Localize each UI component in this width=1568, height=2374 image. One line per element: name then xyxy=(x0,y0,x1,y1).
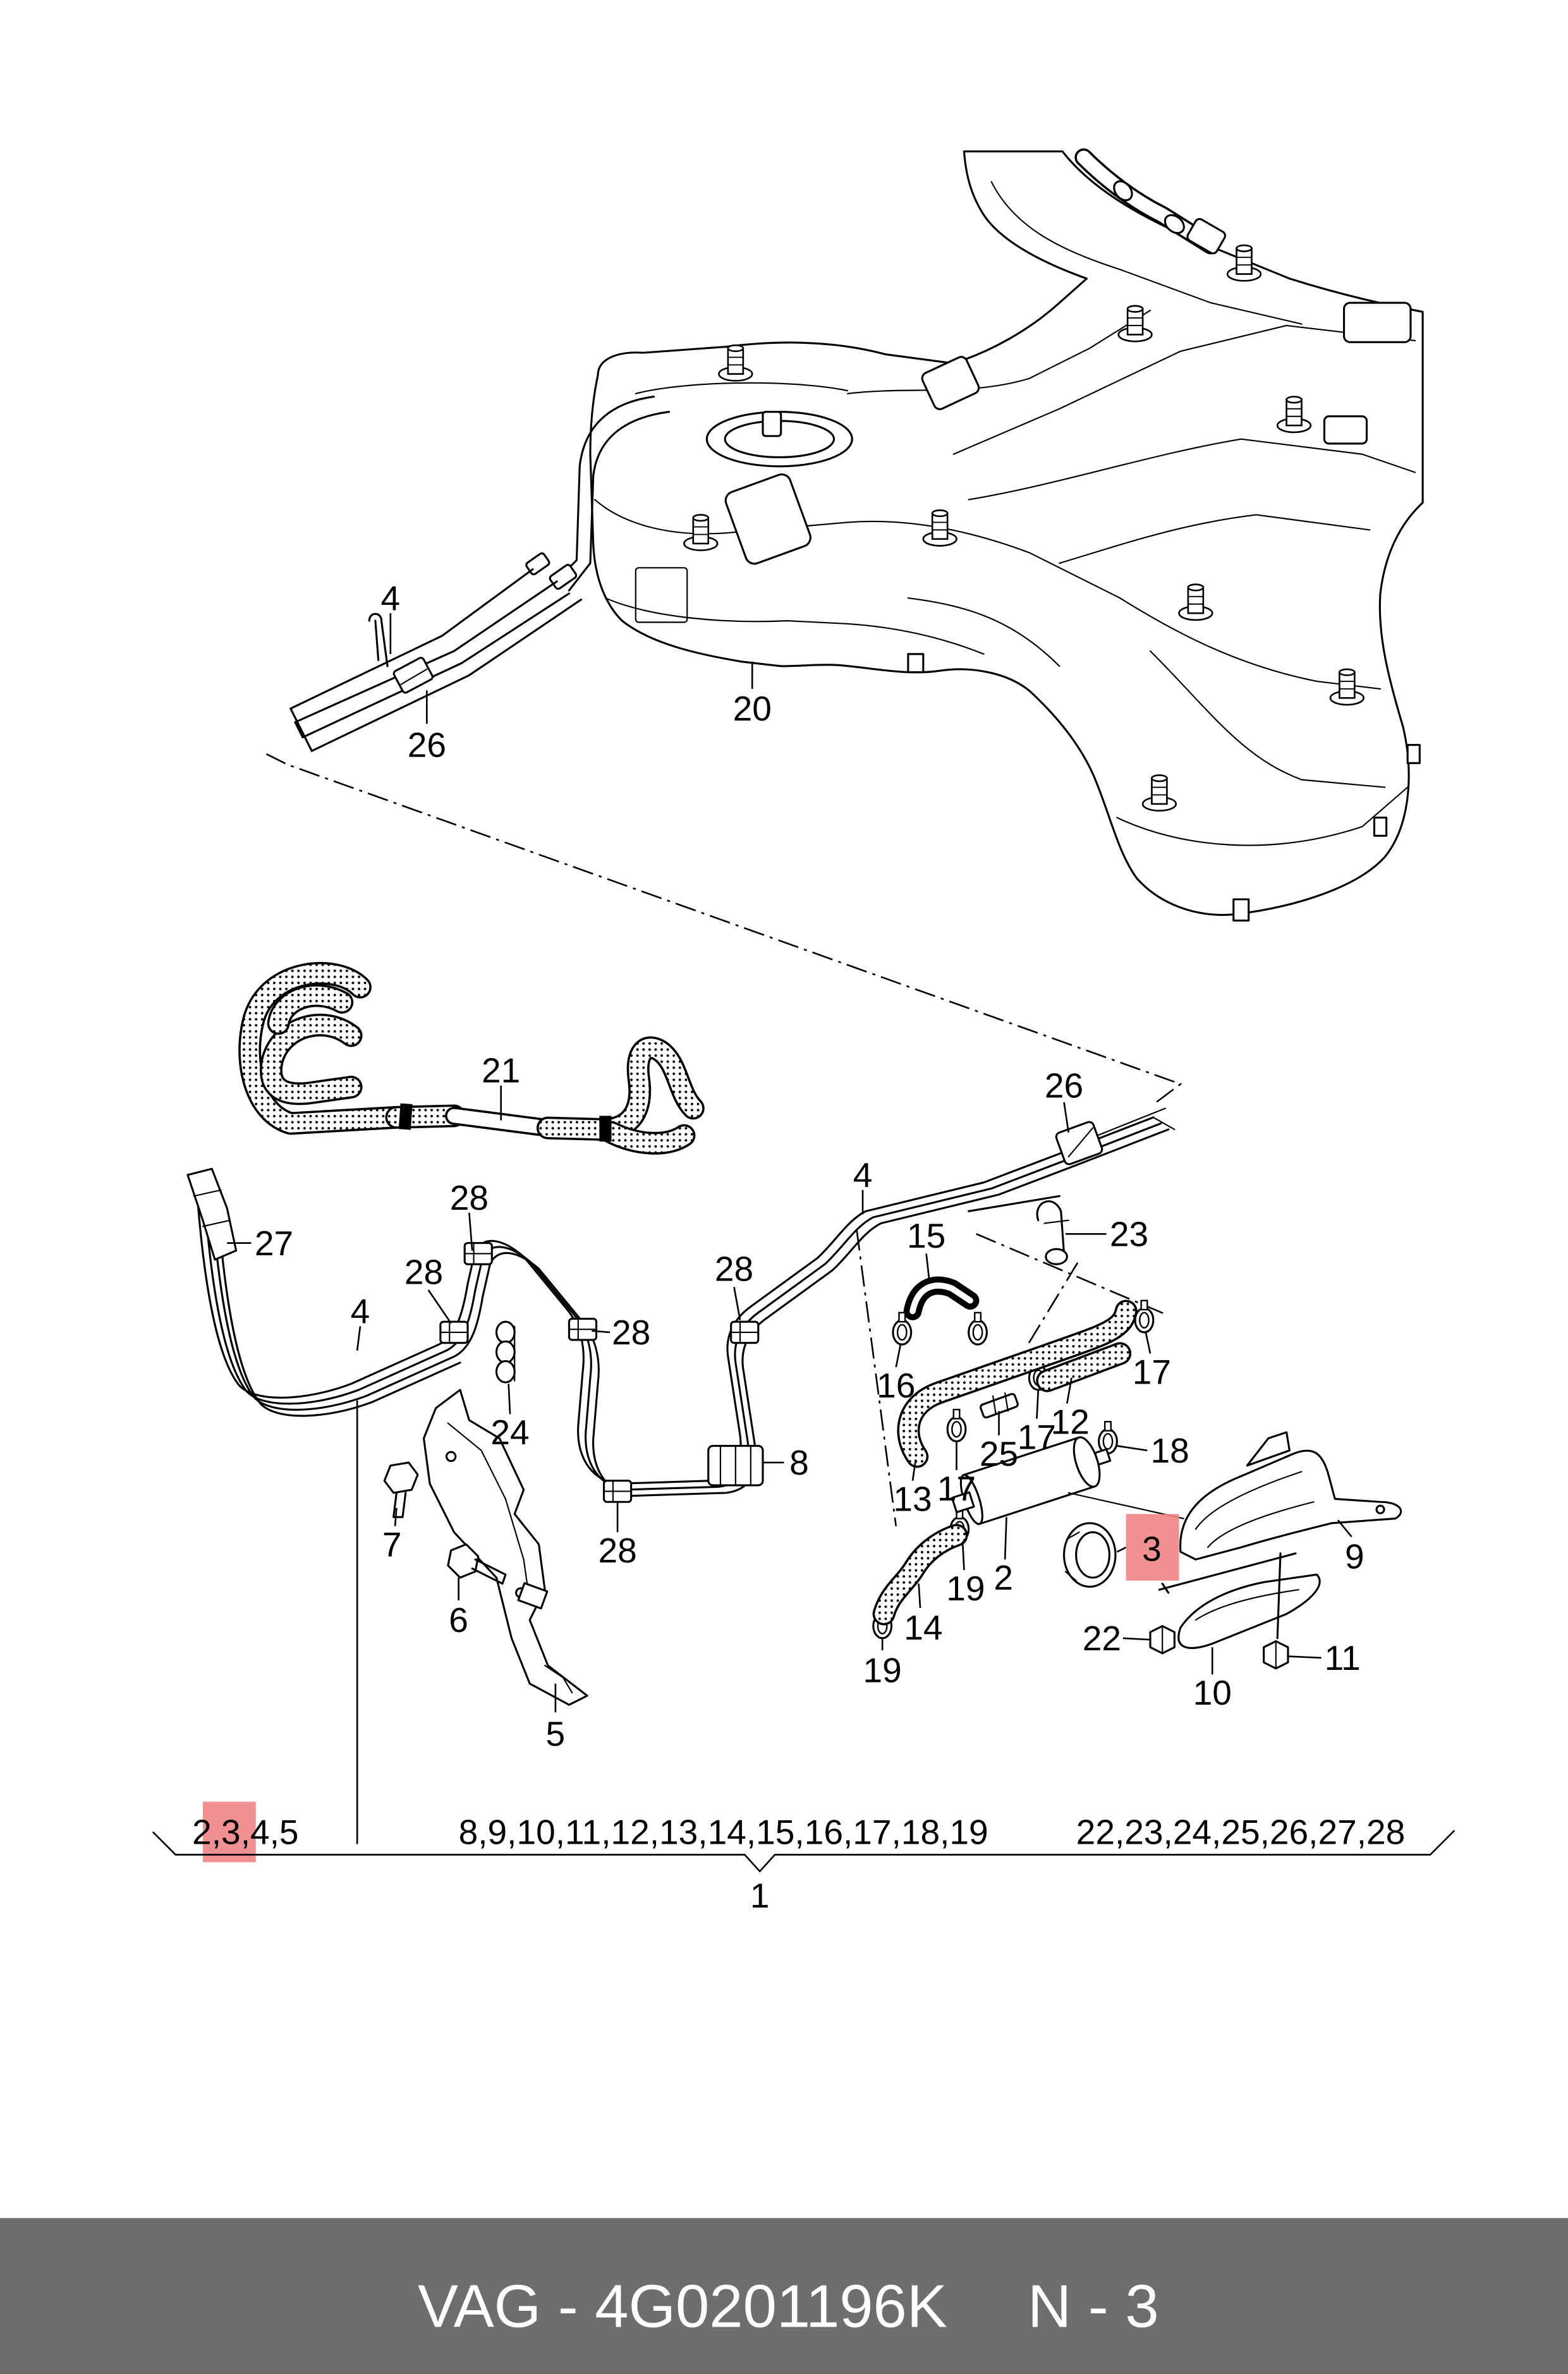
hose-12 xyxy=(1036,1342,1132,1392)
callout-11: 11 xyxy=(1325,1638,1361,1677)
callout-28: 28 xyxy=(715,1250,753,1289)
callout-21: 21 xyxy=(482,1051,520,1090)
callout-28: 28 xyxy=(450,1178,489,1217)
callout-14: 14 xyxy=(904,1608,942,1647)
callout-5: 5 xyxy=(546,1714,566,1753)
clip-26-upper xyxy=(392,657,434,694)
callout-28: 28 xyxy=(598,1531,636,1570)
nut-11 xyxy=(1263,1640,1289,1670)
reference-line-main xyxy=(265,753,1182,1103)
assembly-groups: 2,3,4,5 8,9,10,11,12,13,14,15,16,17,18,1… xyxy=(192,1813,1405,1916)
clamp-23 xyxy=(1036,1200,1069,1265)
callout-10: 10 xyxy=(1193,1673,1232,1712)
hose-13 xyxy=(897,1300,1138,1468)
callout-19: 19 xyxy=(863,1650,902,1689)
callout-2: 2 xyxy=(994,1558,1013,1597)
ring-3 xyxy=(1062,1522,1117,1588)
clip-26-lower xyxy=(1055,1121,1103,1166)
callout-13: 13 xyxy=(893,1480,932,1519)
footer-background xyxy=(0,2218,1568,2374)
assembly-brace xyxy=(152,1830,1456,1873)
callout-leaders xyxy=(227,613,1352,1713)
heat-shield-9 xyxy=(1179,1431,1402,1561)
assembly-group-right: 22,23,24,25,26,27,28 xyxy=(1076,1813,1406,1852)
callout-4: 4 xyxy=(351,1292,370,1331)
footer-page-ref: N - 3 xyxy=(1028,2273,1159,2341)
callout-4: 4 xyxy=(853,1155,873,1195)
clip-24 xyxy=(495,1320,516,1384)
callout-26: 26 xyxy=(408,726,446,765)
callout-23: 23 xyxy=(1110,1214,1148,1253)
assembly-label: 1 xyxy=(750,1876,770,1915)
callout-17: 17 xyxy=(1018,1417,1056,1456)
callout-20: 20 xyxy=(733,689,772,728)
bracket-10 xyxy=(1158,1552,1321,1649)
assembly-group-left: 2,3,4,5 xyxy=(192,1813,298,1852)
callout-6: 6 xyxy=(449,1600,468,1640)
callout-12: 12 xyxy=(1050,1402,1089,1441)
bolt-7 xyxy=(383,1461,419,1518)
callout-8: 8 xyxy=(789,1443,809,1482)
callout-4: 4 xyxy=(381,578,401,618)
callout-17: 17 xyxy=(1133,1352,1171,1391)
callout-24: 24 xyxy=(490,1413,529,1452)
callout-16: 16 xyxy=(877,1366,915,1405)
callout-labels: 4 26 20 21 26 27 28 28 4 28 24 7 6 5 28 … xyxy=(255,578,1364,1753)
connector-25 xyxy=(980,1392,1019,1419)
footer-part-number: VAG - 4G0201196K xyxy=(418,2273,947,2341)
reference-line-clamps xyxy=(856,1229,897,1526)
bolt-6 xyxy=(447,1543,507,1585)
fuel-tank xyxy=(589,150,1424,922)
hose-14 xyxy=(872,1523,968,1626)
callout-19: 19 xyxy=(946,1569,985,1608)
callout-22: 22 xyxy=(1083,1619,1121,1658)
callout-28: 28 xyxy=(612,1313,650,1352)
retaining-pin xyxy=(368,612,389,667)
callout-3: 3 xyxy=(1142,1530,1162,1569)
hose-15 xyxy=(903,1276,980,1320)
nut-22 xyxy=(1149,1625,1176,1655)
callout-18: 18 xyxy=(1151,1431,1189,1470)
callout-7: 7 xyxy=(382,1525,402,1564)
bracket-5 xyxy=(422,1389,588,1706)
assembly-group-middle: 8,9,10,11,12,13,14,15,16,17,18,19 xyxy=(459,1813,988,1852)
callout-26: 26 xyxy=(1045,1066,1083,1105)
clip-8 xyxy=(707,1445,764,1487)
bracket-27 xyxy=(186,1167,238,1261)
fuel-filter-2 xyxy=(951,1436,1112,1525)
callout-25: 25 xyxy=(980,1434,1018,1473)
hose-21 xyxy=(238,961,705,1155)
reference-line-clamp-23 xyxy=(1025,1262,1079,1348)
callout-17: 17 xyxy=(937,1469,976,1508)
highlight-marker-assembly xyxy=(202,1801,256,1863)
callout-15: 15 xyxy=(907,1216,945,1255)
callout-27: 27 xyxy=(255,1224,293,1263)
callout-28: 28 xyxy=(404,1252,443,1291)
highlight-marker-callout xyxy=(1126,1514,1179,1581)
fuel-line-bundle-upper xyxy=(289,396,671,752)
footer-bar: VAG - 4G0201196K N - 3 xyxy=(0,2218,1568,2374)
filler-hose xyxy=(1074,148,1226,255)
callout-9: 9 xyxy=(1345,1537,1364,1576)
